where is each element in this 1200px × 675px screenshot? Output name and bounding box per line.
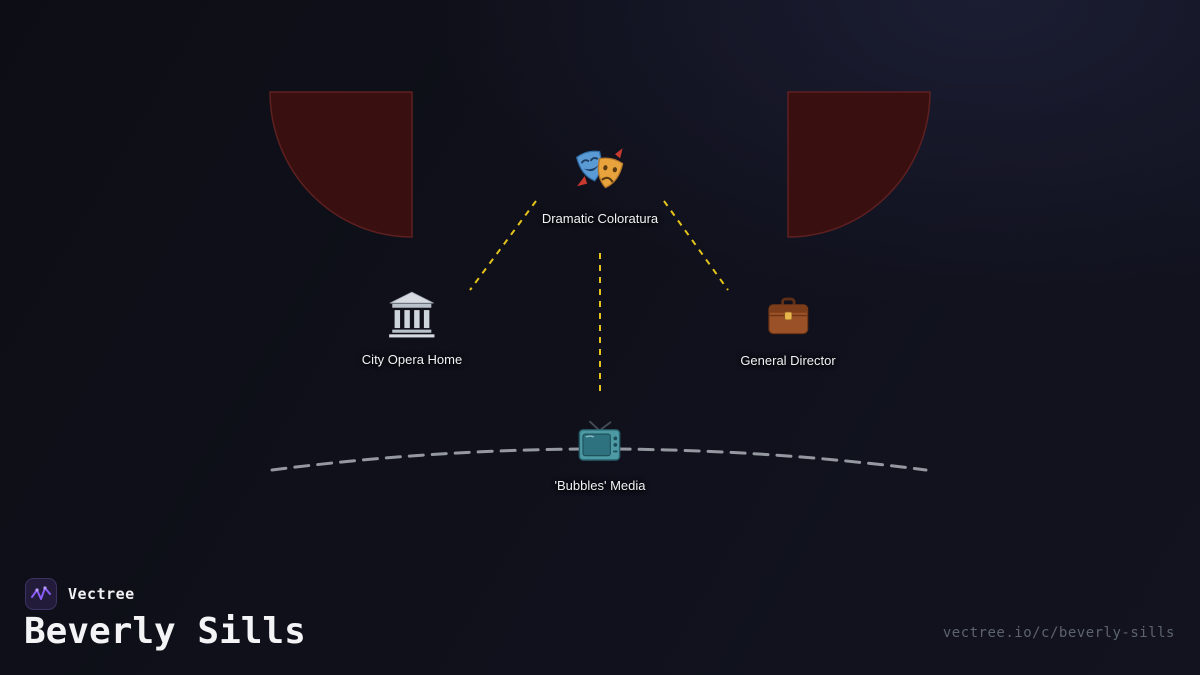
briefcase-icon (765, 294, 811, 340)
theater-masks-icon (573, 144, 627, 198)
page-title: Beverly Sills (24, 611, 306, 652)
classical-building-icon (387, 289, 437, 339)
node-label-dramatic-coloratura: Dramatic Coloratura (541, 211, 659, 226)
node-dramatic-coloratura[interactable]: Dramatic Coloratura (542, 144, 658, 226)
node-label-bubbles-media: 'Bubbles' Media (554, 478, 646, 493)
tv-icon (574, 419, 626, 465)
node-general-director[interactable]: General Director (740, 294, 836, 368)
curtain-right-shape (787, 91, 931, 238)
page-url: vectree.io/c/beverly-sills (942, 625, 1175, 641)
edge-center-to-director (663, 200, 729, 291)
brand-name: Vectree (68, 585, 135, 603)
node-city-opera-home[interactable]: City Opera Home (362, 289, 462, 367)
brand-row: Vectree (25, 578, 135, 610)
edge-center-to-opera (469, 200, 537, 291)
node-label-city-opera-home: City Opera Home (361, 352, 463, 367)
curtain-left-shape (269, 91, 413, 238)
node-label-general-director: General Director (740, 353, 836, 368)
vectree-logo-icon (25, 578, 57, 610)
node-bubbles-media[interactable]: 'Bubbles' Media (554, 419, 646, 493)
